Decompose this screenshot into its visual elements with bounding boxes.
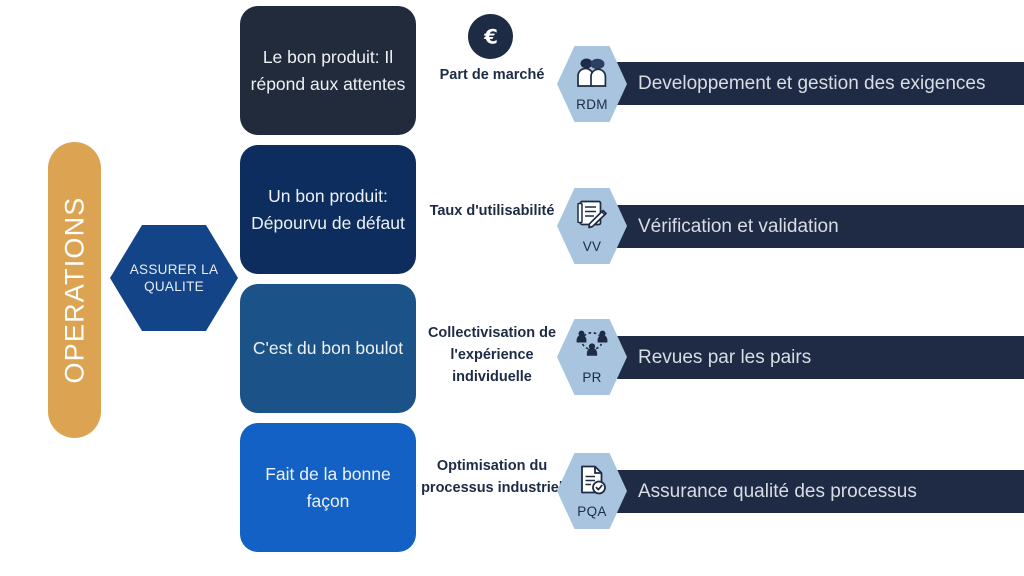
process-banner-rdm-label: Developpement et gestion des exigences xyxy=(638,72,986,94)
process-banner-vv-label: Vérification et validation xyxy=(638,215,839,237)
process-banner-rdm[interactable]: Developpement et gestion des exigences xyxy=(610,62,1024,105)
process-badge-vv[interactable]: VV xyxy=(557,188,627,264)
process-badge-rdm[interactable]: RDM xyxy=(557,46,627,122)
process-badge-pqa[interactable]: PQA xyxy=(557,453,627,529)
hexagon-line-2: QUALITE xyxy=(144,279,204,294)
process-badge-vv-code: VV xyxy=(582,239,602,254)
metric-3-text: Collectivisation de l'expérience individ… xyxy=(427,325,557,385)
statement-box-4-label: Fait de la bonne façon xyxy=(265,463,391,511)
metric-2-text: Taux d'utilisabilité xyxy=(429,203,555,219)
notepad-pen-icon xyxy=(575,199,609,231)
process-banner-vv[interactable]: Vérification et validation xyxy=(610,205,1024,248)
statement-box-4: Fait de la bonne façon xyxy=(240,423,416,552)
metric-label-4: Optimisation du processus industriel xyxy=(412,455,572,499)
euro-coin-icon: € xyxy=(468,14,513,59)
operations-bar: OPERATIONS xyxy=(48,142,101,438)
process-badge-pr-code: PR xyxy=(582,370,602,385)
process-badge-pqa-code: PQA xyxy=(577,504,607,519)
process-badge-pr[interactable]: PR xyxy=(557,319,627,395)
people-network-icon xyxy=(575,330,609,361)
assurer-la-qualite-hexagon: ASSURER LA QUALITE xyxy=(110,225,238,331)
document-check-icon xyxy=(577,464,607,496)
assurer-la-qualite-hexagon-label: ASSURER LA QUALITE xyxy=(110,261,238,295)
hexagon-line-1: ASSURER LA xyxy=(129,262,219,277)
process-banner-pqa[interactable]: Assurance qualité des processus xyxy=(610,470,1024,513)
metric-4-text: Optimisation du processus industriel xyxy=(421,458,563,496)
process-banner-pr-label: Revues par les pairs xyxy=(638,346,812,368)
statement-box-2: Un bon produit: Dépourvu de défaut xyxy=(240,145,416,274)
statement-box-1: Le bon produit: Il répond aux attentes xyxy=(240,6,416,135)
statement-box-3-label: C'est du bon boulot xyxy=(252,338,404,358)
two-people-speech-icon xyxy=(573,57,611,87)
process-banner-pr[interactable]: Revues par les pairs xyxy=(610,336,1024,379)
statement-box-2-label: Un bon produit: Dépourvu de défaut xyxy=(251,185,405,233)
process-badge-rdm-code: RDM xyxy=(576,97,608,112)
metric-label-2: Taux d'utilisabilité xyxy=(412,200,572,222)
process-banner-pqa-label: Assurance qualité des processus xyxy=(638,480,917,502)
statement-box-3: C'est du bon boulot xyxy=(240,284,416,413)
metric-label-1: Part de marché xyxy=(412,64,572,86)
statement-box-1-label: Le bon produit: Il répond aux attentes xyxy=(250,46,406,94)
metric-label-3: Collectivisation de l'expérience individ… xyxy=(412,322,572,388)
operations-bar-label: OPERATIONS xyxy=(59,196,89,384)
svg-text:€: € xyxy=(483,25,498,48)
metric-1-text: Part de marché xyxy=(439,67,545,83)
